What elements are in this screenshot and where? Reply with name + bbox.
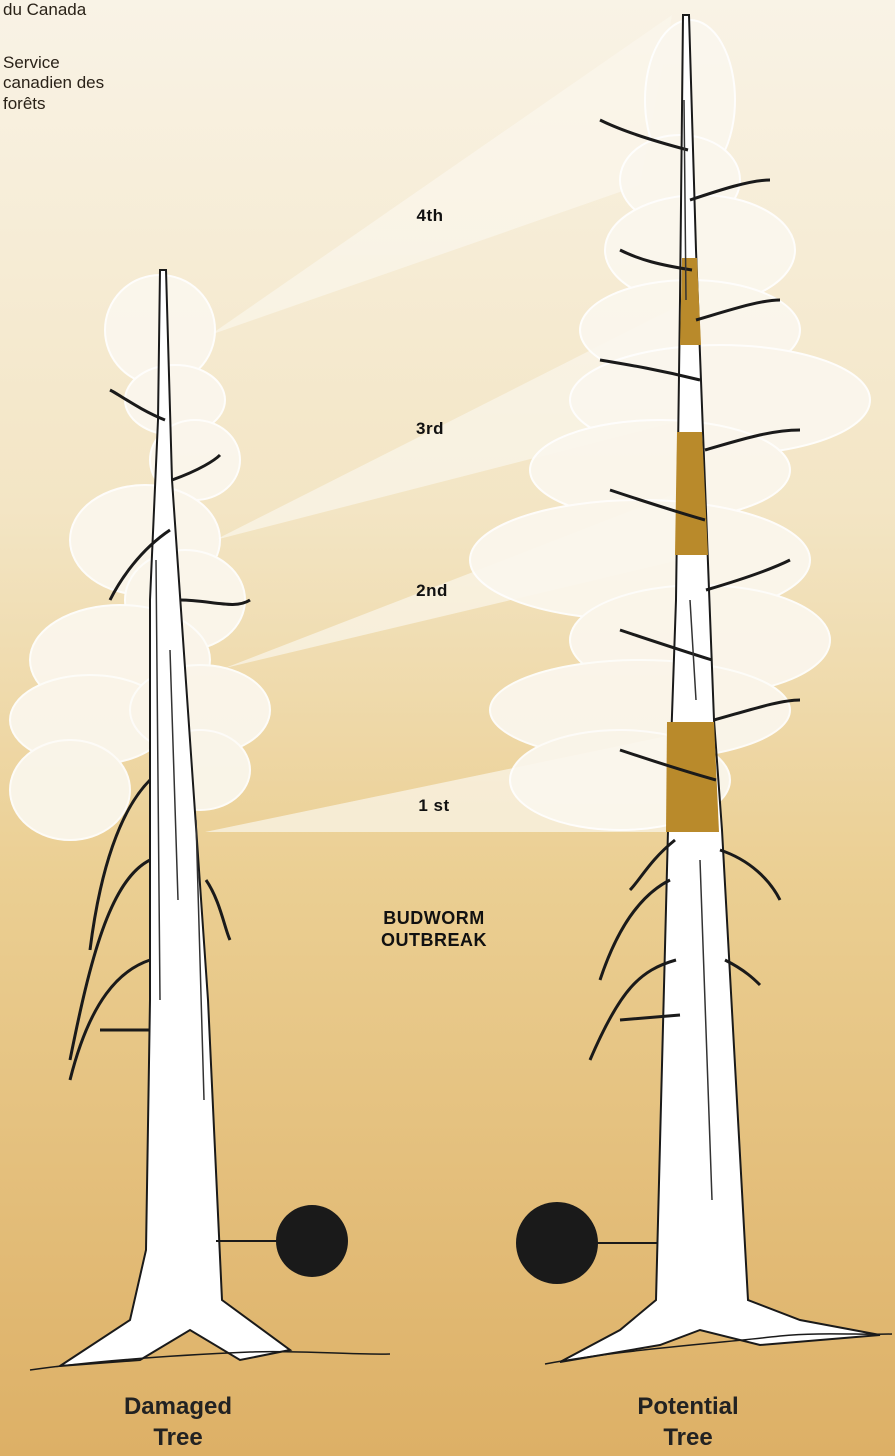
potential-diameter-circle: [516, 1202, 598, 1284]
agency-line-4: forêts: [3, 95, 46, 113]
agency-line-2: Service: [3, 54, 60, 72]
damaged-diameter-circle: [276, 1205, 348, 1277]
agency-line-3: canadien des: [3, 74, 104, 92]
budworm-label-line-1: BUDWORM: [344, 907, 524, 929]
outbreak-label-3rd: 3rd: [400, 419, 460, 439]
damaged-tree-label-line-1: Damaged: [78, 1391, 278, 1422]
potential-tree-label: Potential Tree: [588, 1391, 788, 1453]
beam-4th: [210, 15, 672, 335]
outbreak-band-1st: [666, 722, 719, 832]
outbreak-label-1st: 1 st: [404, 796, 464, 816]
damaged-tree-label-line-2: Tree: [78, 1422, 278, 1453]
potential-tree-label-line-2: Tree: [588, 1422, 788, 1453]
outbreak-label-2nd: 2nd: [402, 581, 462, 601]
outbreak-label-4th: 4th: [400, 206, 460, 226]
budworm-label-line-2: OUTBREAK: [344, 929, 524, 951]
budworm-outbreak-label: BUDWORM OUTBREAK: [344, 907, 524, 951]
potential-tree-label-line-1: Potential: [588, 1391, 788, 1422]
damaged-tree-label: Damaged Tree: [78, 1391, 278, 1453]
agency-line-1: du Canada: [3, 1, 86, 19]
